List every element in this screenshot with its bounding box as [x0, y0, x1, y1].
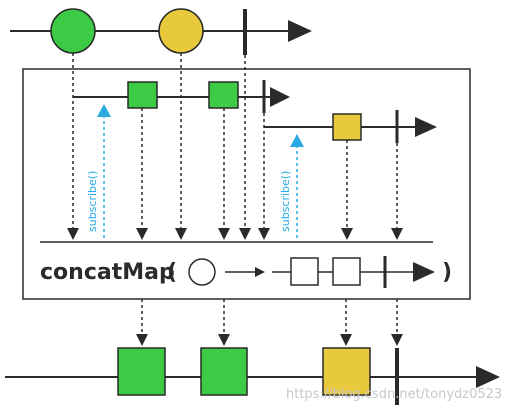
result-projection-arrows: [141, 299, 398, 334]
inner1-green-square-2: [208, 81, 239, 109]
operator-name: concatMap: [40, 260, 175, 285]
res-head-2: [218, 334, 230, 346]
operator-output-square-1: [290, 257, 319, 286]
result-green-square-1: [117, 347, 166, 396]
subscribe-label-2: subscribe(): [279, 171, 292, 232]
proj-head-3: [175, 228, 187, 240]
operator-output-square-2: [332, 257, 361, 286]
subscribe-arrow-1: subscribe(): [86, 104, 111, 238]
res-head-3: [340, 334, 352, 346]
operator-map-arrowhead: [255, 267, 265, 277]
operator-open-paren: (: [167, 260, 177, 285]
result-projection-arrowheads: [136, 334, 403, 346]
subscribe-label-1: subscribe(): [86, 171, 99, 232]
operator-label-row: concatMap ( ): [40, 256, 452, 288]
operator-input-circle: [188, 258, 216, 286]
operator-close-paren: ): [442, 260, 452, 285]
inner2-yellow-square: [332, 113, 362, 141]
projection-arrows: [72, 53, 398, 228]
res-head-1: [136, 334, 148, 346]
inner-observable-yellow: [264, 110, 437, 143]
operator-output-arrowhead: [413, 262, 435, 282]
inner2-arrowhead: [415, 117, 437, 137]
proj-head-8: [391, 228, 403, 240]
subscribe-arrowhead-1: [97, 104, 111, 117]
result-arrowhead: [476, 366, 500, 388]
source-green-circle: [50, 8, 96, 54]
subscribe-arrowhead-2: [290, 134, 304, 147]
proj-head-2: [136, 228, 148, 240]
inner1-green-square-1: [127, 81, 158, 109]
proj-head-4: [218, 228, 230, 240]
result-yellow-square: [322, 347, 371, 396]
watermark-text: https://blog.csdn.net/tonydz0523: [286, 387, 502, 402]
result-timeline: [5, 347, 500, 405]
result-green-square-2: [200, 347, 248, 396]
operator-box: [22, 68, 471, 300]
inner1-arrowhead: [270, 87, 290, 107]
source-arrowhead: [288, 20, 312, 42]
source-yellow-circle: [158, 8, 204, 54]
source-timeline: [10, 8, 312, 55]
proj-head-7: [341, 228, 353, 240]
projection-arrowheads: [67, 228, 403, 240]
subscribe-arrow-2: subscribe(): [279, 134, 304, 238]
proj-head-6: [258, 228, 270, 240]
res-head-4: [391, 334, 403, 346]
proj-head-1: [67, 228, 79, 240]
proj-head-5: [239, 228, 251, 240]
